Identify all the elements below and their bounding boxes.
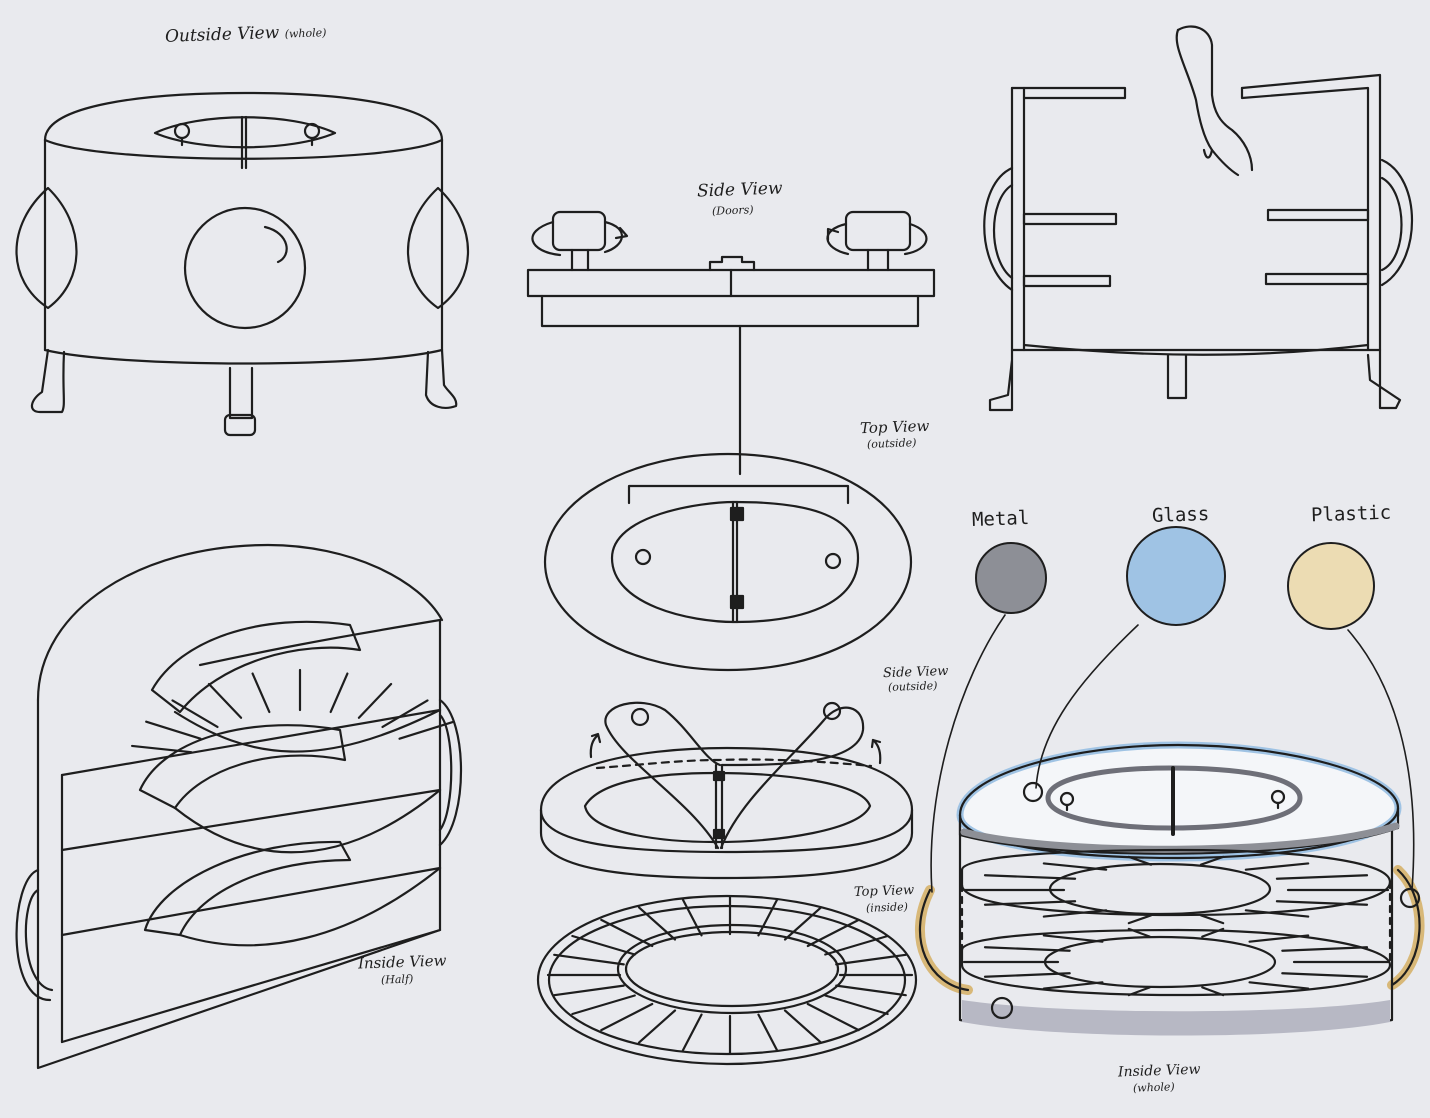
inside-view-whole-sublabel: (whole) bbox=[1132, 1080, 1175, 1095]
top-view-outside-drawing bbox=[543, 452, 913, 672]
swatch-metal bbox=[975, 542, 1047, 614]
spoke-line bbox=[681, 1013, 703, 1052]
spoke-line bbox=[130, 744, 193, 754]
spoke-line bbox=[835, 953, 907, 966]
spoke-line bbox=[381, 699, 429, 729]
spoke-line bbox=[1127, 855, 1153, 866]
inside-view-half-sublabel: (Half) bbox=[380, 972, 414, 987]
spoke-line bbox=[207, 682, 243, 719]
spoke-line bbox=[806, 918, 860, 948]
spoke-line bbox=[1281, 972, 1369, 978]
spoke-line bbox=[1248, 934, 1310, 943]
material-label-metal: Metal bbox=[971, 507, 1030, 531]
spoke-line bbox=[1275, 874, 1369, 880]
top-view-inside-drawing bbox=[536, 894, 918, 1066]
inside-view-whole-drawing bbox=[915, 741, 1425, 1036]
top-view-outside-sublabel: (outside) bbox=[866, 436, 917, 451]
spoke-line bbox=[571, 994, 636, 1016]
top-view-outside-label: Top View bbox=[859, 416, 930, 438]
spoke-line bbox=[1201, 927, 1225, 938]
spoke-line bbox=[824, 934, 889, 956]
inside-view-half-drawing bbox=[15, 543, 463, 1070]
spoke-line bbox=[983, 874, 1077, 880]
spoke-line bbox=[1244, 909, 1310, 918]
spoke-line bbox=[983, 946, 1071, 952]
inside-view-whole-label: Inside View bbox=[1117, 1061, 1201, 1081]
spoke-line bbox=[637, 906, 677, 941]
side-view-outside-sublabel: (outside) bbox=[887, 679, 938, 694]
spoke-line bbox=[600, 1002, 654, 1032]
material-label-plastic: Plastic bbox=[1310, 501, 1392, 527]
spoke-line bbox=[757, 898, 779, 937]
swatch-glass bbox=[1126, 526, 1226, 626]
spoke-line bbox=[145, 720, 202, 740]
spoke-line bbox=[553, 984, 625, 997]
spoke-line bbox=[1244, 862, 1310, 871]
spoke-line bbox=[783, 1009, 823, 1044]
spoke-line bbox=[571, 934, 636, 956]
side-view-doors-drawing bbox=[526, 210, 936, 476]
side-view-doors-sublabel: (Doors) bbox=[711, 203, 754, 218]
spoke-line bbox=[1281, 946, 1369, 952]
spoke-line bbox=[1042, 934, 1104, 943]
spoke-line bbox=[1127, 927, 1151, 938]
spoke-line bbox=[251, 672, 271, 714]
material-swatches bbox=[930, 526, 1415, 893]
spoke-line bbox=[553, 953, 625, 966]
side-view-doors-label: Side View bbox=[696, 178, 783, 202]
spoke-line bbox=[824, 994, 889, 1016]
spoke-line bbox=[835, 984, 907, 997]
spoke-line bbox=[1127, 986, 1151, 997]
material-label-glass: Glass bbox=[1151, 503, 1210, 527]
spoke-line bbox=[1042, 909, 1108, 918]
spoke-line bbox=[1127, 914, 1153, 925]
spoke-line bbox=[1042, 981, 1104, 990]
spoke-line bbox=[983, 972, 1071, 978]
top-view-inside-sublabel: (inside) bbox=[865, 900, 909, 915]
spoke-line bbox=[783, 906, 823, 941]
spoke-line bbox=[1275, 900, 1369, 906]
spoke-line bbox=[1248, 981, 1310, 990]
spoke-line bbox=[600, 918, 654, 948]
spoke-line bbox=[637, 1009, 677, 1044]
top-view-inside-label: Top View bbox=[853, 882, 915, 901]
spoke-line bbox=[171, 699, 219, 729]
outside-view-drawing bbox=[15, 91, 469, 437]
inside-view-half-label: Inside View bbox=[357, 951, 447, 973]
spoke-line bbox=[329, 672, 349, 714]
spoke-line bbox=[1199, 914, 1225, 925]
swatch-plastic bbox=[1287, 542, 1375, 630]
spoke-line bbox=[757, 1013, 779, 1052]
spoke-line bbox=[1199, 855, 1225, 866]
spoke-line bbox=[1042, 862, 1108, 871]
cutaway-side-drawing bbox=[983, 25, 1414, 412]
spoke-line bbox=[398, 720, 455, 740]
spoke-line bbox=[806, 1002, 860, 1032]
spoke-line bbox=[357, 682, 393, 719]
side-view-outside-drawing bbox=[539, 701, 914, 880]
spoke-line bbox=[983, 900, 1077, 906]
side-view-outside-label: Side View bbox=[882, 663, 949, 682]
spoke-line bbox=[681, 898, 703, 937]
spoke-line bbox=[1201, 986, 1225, 997]
